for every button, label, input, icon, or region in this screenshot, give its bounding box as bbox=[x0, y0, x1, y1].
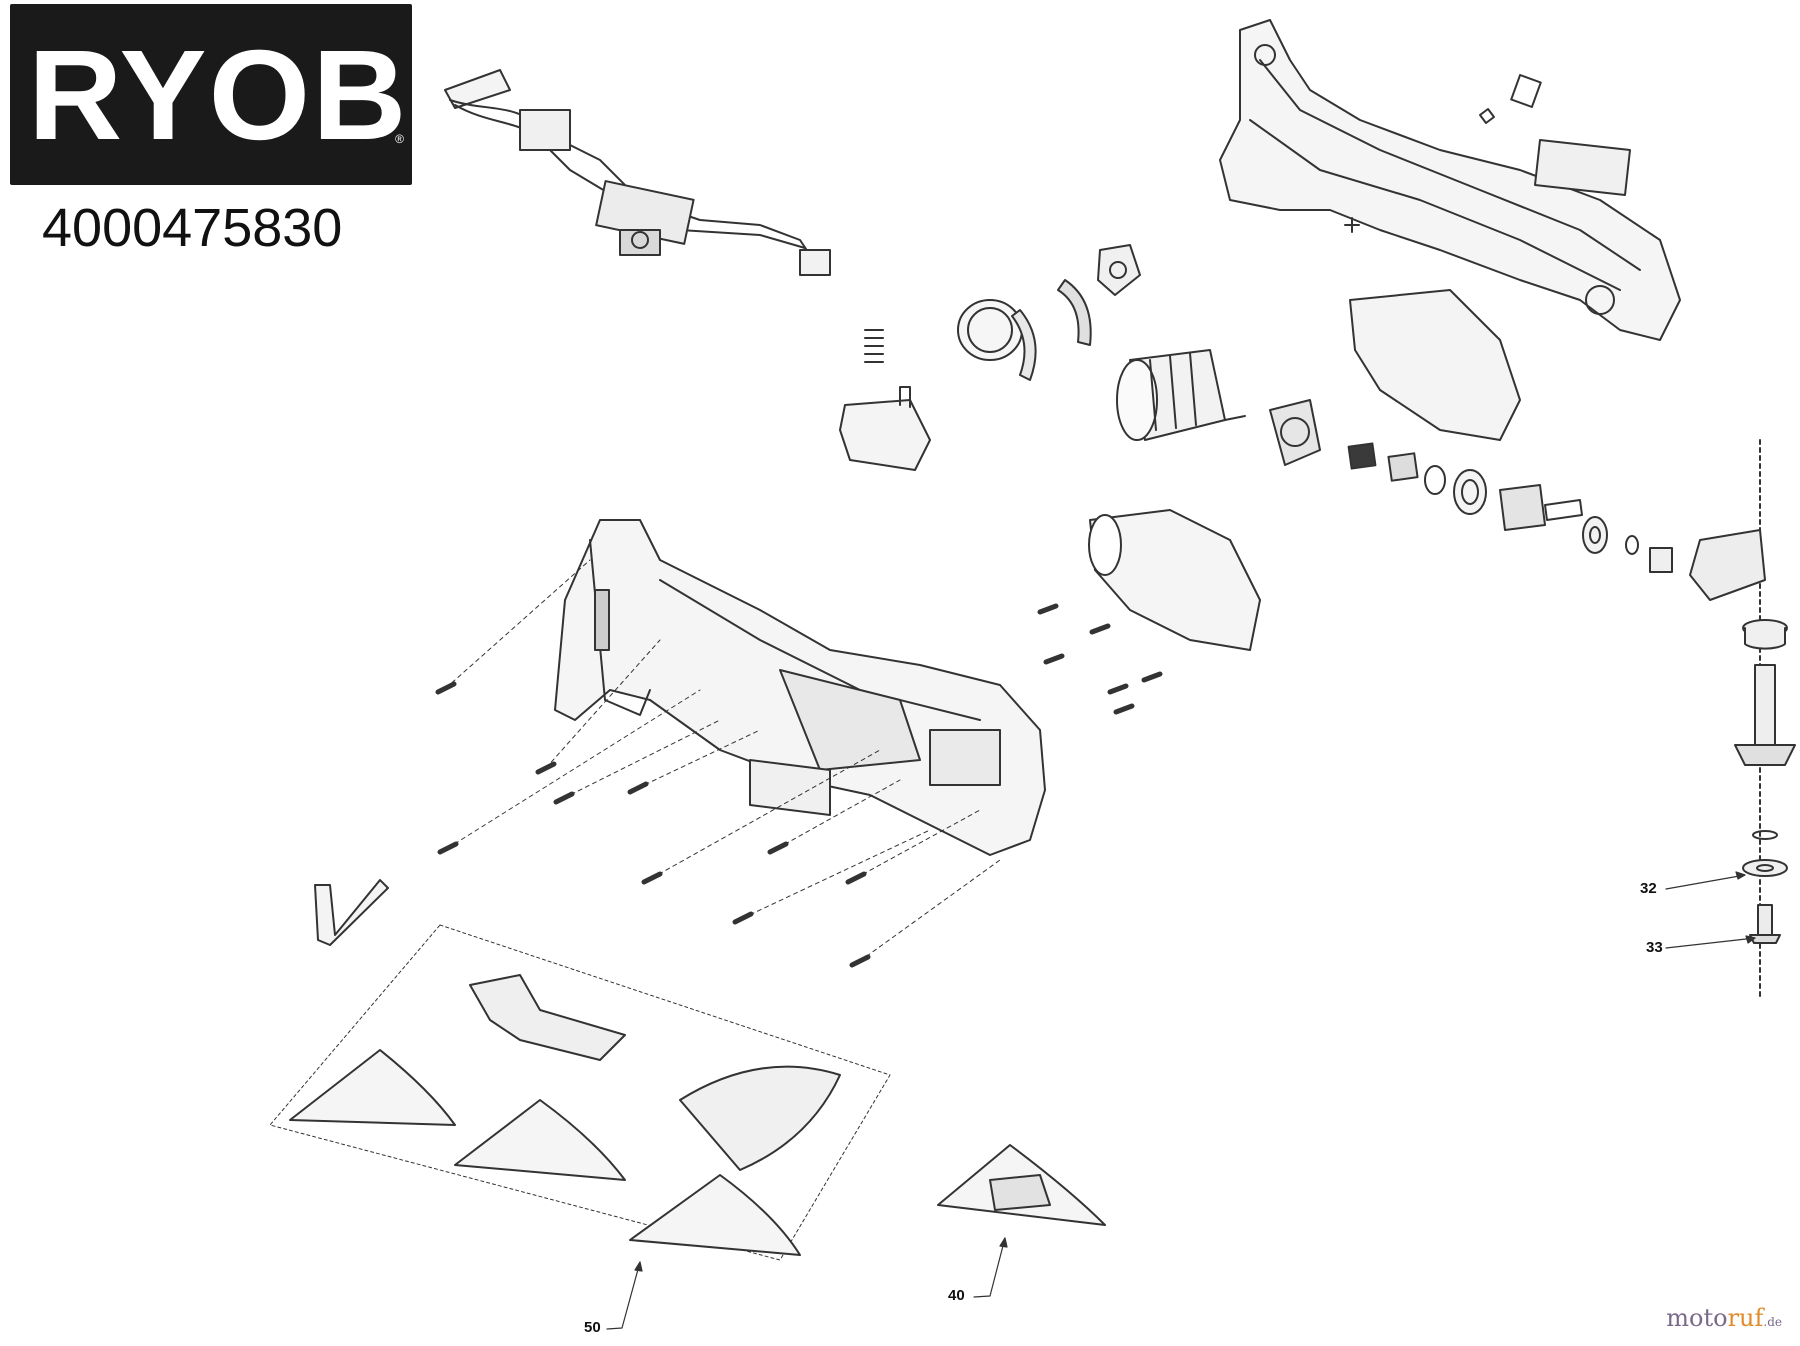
right-housing-half bbox=[1219, 19, 1681, 341]
spindle-assembly bbox=[1734, 619, 1796, 944]
housing-screws bbox=[435, 559, 1163, 968]
callout-leaders bbox=[606, 871, 1756, 1330]
callout-50: 50 bbox=[584, 1319, 601, 1336]
left-housing-half bbox=[554, 519, 1046, 856]
ryobi-logo: RYOBI ® bbox=[10, 4, 447, 185]
callout-32: 32 bbox=[1640, 880, 1657, 897]
sanding-pad bbox=[937, 1144, 1106, 1226]
logo-text: RYOBI bbox=[28, 24, 447, 167]
motor bbox=[1116, 349, 1321, 466]
terminal-block bbox=[839, 386, 931, 471]
watermark-suffix: .de bbox=[1763, 1315, 1782, 1329]
callout-33: 33 bbox=[1646, 939, 1663, 956]
part-number: 4000475830 bbox=[42, 198, 343, 258]
accessory-set bbox=[269, 924, 891, 1261]
hex-key bbox=[314, 879, 389, 946]
gear-housing bbox=[1088, 289, 1521, 651]
watermark-brand-a: moto bbox=[1666, 1304, 1728, 1332]
ring-and-spring-parts bbox=[864, 244, 1141, 381]
watermark-brand-b: ruf bbox=[1727, 1304, 1764, 1332]
spindle-drive-parts bbox=[1347, 439, 1766, 1001]
registered-mark: ® bbox=[395, 132, 404, 146]
motoruf-watermark: motoruf.de bbox=[1666, 1304, 1782, 1336]
switch-wiring-assembly bbox=[444, 69, 831, 276]
callout-40: 40 bbox=[948, 1287, 965, 1304]
